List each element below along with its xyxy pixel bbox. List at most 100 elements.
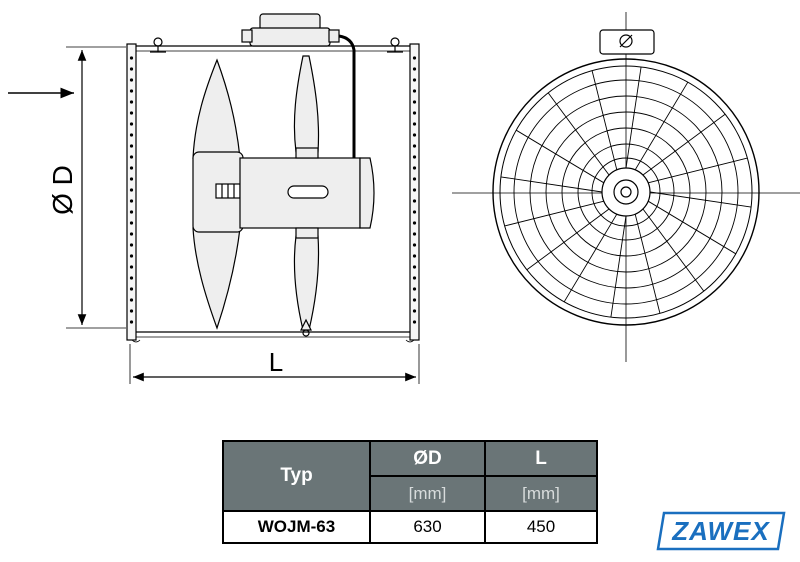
- flange-bolt: [129, 133, 134, 137]
- flange-bolt: [129, 144, 134, 148]
- left-flange-bolts: [129, 56, 134, 324]
- lifting-eye-right: [387, 37, 403, 53]
- guard-ring: [591, 157, 661, 227]
- table-row: WOJM-63 630 450: [222, 510, 598, 544]
- flange-bolt: [129, 320, 134, 324]
- flange-bolt: [129, 276, 134, 280]
- flange-bolt: [412, 144, 417, 148]
- right-flange: [409, 43, 420, 341]
- guard-ring: [577, 143, 675, 241]
- guard-ring: [529, 95, 723, 289]
- guard-spoke: [547, 92, 610, 176]
- guard-spoke: [526, 208, 610, 271]
- terminal-box: [241, 13, 340, 47]
- flange-bolt: [129, 111, 134, 115]
- motor-body: [239, 157, 361, 229]
- guard-spoke: [634, 81, 689, 171]
- guard-spoke: [610, 215, 627, 318]
- spec-table: Typ ØD L [mm] [mm] WOJM-63 630 450: [222, 440, 598, 544]
- flange-bolt: [412, 265, 417, 269]
- guard-ring: [513, 79, 739, 305]
- side-view: [126, 13, 420, 343]
- guard-spoke: [625, 66, 642, 169]
- flange-bolt: [129, 67, 134, 71]
- flange-bolt: [129, 232, 134, 236]
- guard-spoke: [649, 191, 752, 208]
- guard-ring: [561, 127, 691, 257]
- flange-bolt: [412, 188, 417, 192]
- flange-bolt: [412, 243, 417, 247]
- unit-length: [mm]: [484, 475, 598, 512]
- flange-bolt: [412, 78, 417, 82]
- flange-bolt: [412, 155, 417, 159]
- lifting-eye-left: [150, 37, 166, 53]
- flange-bolt: [129, 221, 134, 225]
- flange-bolt: [129, 265, 134, 269]
- flange-bolt: [129, 78, 134, 82]
- blade-lower-right: [293, 235, 320, 331]
- flange-bolt: [412, 122, 417, 126]
- logo-text: ZAWEX: [671, 516, 770, 546]
- motor-mount-bottom: [295, 227, 319, 239]
- row-type: WOJM-63: [222, 510, 371, 544]
- col-header-type: Typ: [222, 440, 371, 512]
- unit-diameter: [mm]: [369, 475, 486, 512]
- flange-bolt: [412, 89, 417, 93]
- flange-bolt: [129, 177, 134, 181]
- guard-spoke: [648, 157, 748, 184]
- flange-bolt: [412, 309, 417, 313]
- flange-bolt: [412, 232, 417, 236]
- flange-bolt: [129, 210, 134, 214]
- casing-inner-ring: [499, 65, 753, 319]
- flange-bolt: [412, 177, 417, 181]
- cable-conduit: [338, 34, 356, 160]
- front-hub: [601, 167, 651, 217]
- guard-spoke: [504, 200, 604, 227]
- fan-drawing: Ø D L: [8, 12, 800, 384]
- flange-bolt: [412, 199, 417, 203]
- flange-bolt: [129, 166, 134, 170]
- flange-bolt: [412, 320, 417, 324]
- flange-bolt: [129, 287, 134, 291]
- col-header-length: L: [484, 440, 598, 477]
- motor-nameplate: [287, 185, 329, 199]
- flange-bolt: [412, 287, 417, 291]
- flange-bolt: [129, 298, 134, 302]
- guard-spoke: [515, 129, 605, 184]
- right-flange-bolts: [412, 56, 417, 324]
- flange-bolt: [412, 254, 417, 258]
- diameter-dimension: [66, 46, 126, 329]
- flange-bolt: [129, 309, 134, 313]
- flange-bolt: [129, 243, 134, 247]
- col-header-diameter: ØD: [369, 440, 486, 477]
- guard-spoke: [634, 214, 661, 314]
- flange-bolt: [412, 210, 417, 214]
- casing-outer-ring: [492, 58, 760, 326]
- diameter-label: Ø D: [47, 165, 78, 215]
- front-view: [452, 12, 800, 362]
- flange-bolt: [412, 100, 417, 104]
- flange-bolt: [129, 188, 134, 192]
- guard-spoke: [563, 213, 618, 303]
- flange-bolt: [412, 221, 417, 225]
- flange-bolt: [129, 122, 134, 126]
- flange-bolt: [129, 155, 134, 159]
- guard-spoke: [500, 176, 603, 193]
- length-dimension: [129, 344, 420, 384]
- blade-lower-left: [192, 227, 241, 330]
- blade-upper-left: [192, 58, 241, 159]
- blade-upper-right: [293, 55, 320, 153]
- flange-bolt: [412, 298, 417, 302]
- motor-mount-top: [295, 147, 319, 159]
- row-diameter: 630: [369, 510, 486, 544]
- guard-rings: [513, 79, 739, 305]
- row-length: 450: [484, 510, 598, 544]
- guard-spoke: [642, 113, 726, 176]
- flange-bolt: [129, 89, 134, 93]
- flange-bolt: [412, 276, 417, 280]
- guard-spoke: [647, 200, 737, 255]
- flange-bolt: [129, 56, 134, 60]
- flange-bolt: [412, 111, 417, 115]
- guard-spoke: [642, 208, 705, 292]
